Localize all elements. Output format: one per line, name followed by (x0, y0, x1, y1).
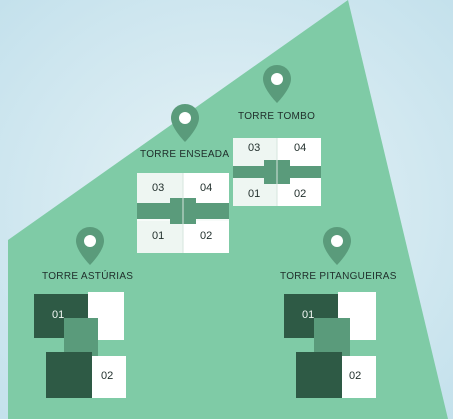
tower-tombo-unit-04[interactable]: 04 (294, 142, 307, 154)
tower-enseada-title[interactable]: TORRE ENSEADA (140, 149, 230, 160)
tower-enseada-unit-02[interactable]: 02 (200, 230, 213, 242)
tower-pitangueiras-unit-01[interactable]: 01 (302, 309, 315, 321)
tower-asturias-unit-02[interactable]: 02 (101, 370, 114, 382)
tower-enseada-unit-03[interactable]: 03 (152, 182, 165, 194)
tower-enseada-location-pin-icon[interactable] (170, 103, 200, 143)
tower-pitangueiras-title[interactable]: TORRE PITANGUEIRAS (280, 271, 397, 282)
tower-asturias-building[interactable] (34, 292, 126, 398)
tower-enseada-building[interactable] (137, 173, 229, 253)
tower-tombo-unit-02[interactable]: 02 (294, 188, 307, 200)
tower-enseada-unit-01[interactable]: 01 (152, 230, 165, 242)
tower-asturias-unit-01[interactable]: 01 (52, 309, 65, 321)
tower-asturias-title[interactable]: TORRE ASTÚRIAS (42, 271, 134, 282)
tower-pitangueiras-unit-02[interactable]: 02 (349, 370, 362, 382)
tower-tombo-title[interactable]: TORRE TOMBO (238, 111, 316, 122)
tower-enseada-unit-04[interactable]: 04 (200, 182, 213, 194)
tower-tombo-unit-03[interactable]: 03 (248, 142, 261, 154)
tower-tombo-location-pin-icon[interactable] (262, 64, 292, 104)
tower-tombo-unit-01[interactable]: 01 (248, 188, 261, 200)
tower-asturias-location-pin-icon[interactable] (75, 226, 105, 266)
tower-pitangueiras-location-pin-icon[interactable] (322, 226, 352, 266)
tower-tombo-building[interactable] (233, 138, 321, 206)
tower-pitangueiras-building[interactable] (284, 292, 376, 398)
